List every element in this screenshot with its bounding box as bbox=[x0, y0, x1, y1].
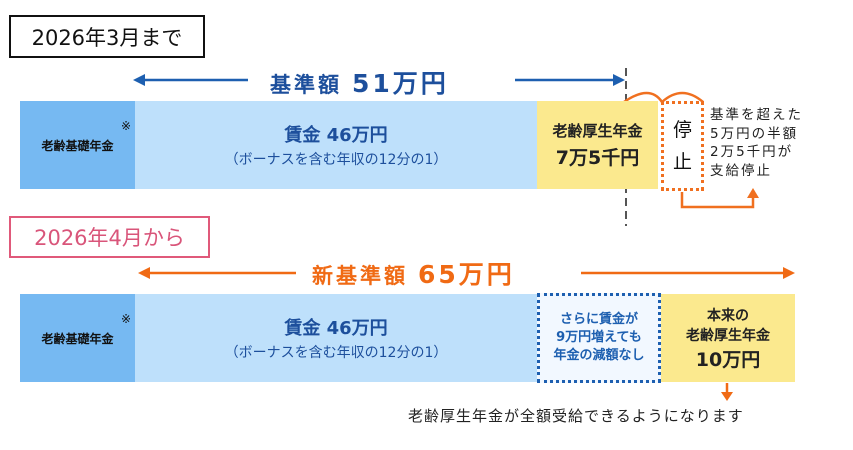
threshold-label: 新基準額 bbox=[312, 264, 408, 288]
employee-pension-label: 老齢厚生年金 bbox=[552, 122, 643, 140]
basic-pension-label: 老齢基礎年金 bbox=[41, 138, 114, 153]
wage-box: 賃金 46万円 （ボーナスを含む年収の12分の1） bbox=[135, 101, 537, 189]
employee-pension-box: 老齢厚生年金 7万5千円 bbox=[537, 101, 658, 189]
full-pension-box: 本来の 老齢厚生年金 10万円 bbox=[661, 294, 795, 382]
bottom-note: 老齢厚生年金が全額受給できるようになります bbox=[408, 407, 744, 425]
footnote-mark: ※ bbox=[120, 312, 131, 326]
stop-note-line: 5万円の半額 bbox=[710, 125, 799, 142]
blue-arrow-right bbox=[515, 74, 625, 86]
full-pension-line: 本来の bbox=[707, 307, 749, 324]
basic-pension-box: 老齢基礎年金 ※ bbox=[20, 294, 135, 382]
basic-pension-box: 老齢基礎年金 ※ bbox=[20, 101, 135, 189]
wage-amount: 賃金 46万円 bbox=[284, 318, 388, 339]
footnote-mark: ※ bbox=[120, 119, 131, 133]
period-label-before: 2026年3月まで bbox=[9, 15, 205, 58]
orange-arrow-right bbox=[581, 267, 795, 279]
basic-pension-label: 老齢基礎年金 bbox=[41, 331, 114, 346]
stop-note-line: 2万5千円が bbox=[710, 144, 794, 160]
no-reduction-line: 年金の減額なし bbox=[553, 348, 645, 363]
threshold-before: 基準額 51万円 bbox=[270, 64, 449, 100]
stop-note: 基準を超えた 5万円の半額 2万5千円が 支給停止 bbox=[710, 106, 803, 180]
wage-amount: 賃金 46万円 bbox=[284, 125, 388, 146]
threshold-value: 65万円 bbox=[418, 260, 515, 289]
threshold-label: 基準額 bbox=[270, 73, 342, 97]
no-reduction-line: さらに賃金が bbox=[559, 312, 638, 327]
no-reduction-line: 9万円増えても bbox=[556, 330, 642, 345]
orange-bracket-arrow bbox=[680, 188, 759, 209]
wage-box: 賃金 46万円 （ボーナスを含む年収の12分の1） bbox=[135, 294, 537, 382]
stop-note-line: 支給停止 bbox=[710, 162, 772, 179]
stop-note-line: 基準を超えた bbox=[710, 107, 803, 123]
no-reduction-box: さらに賃金が 9万円増えても 年金の減額なし bbox=[537, 293, 661, 383]
stop-char: 停 bbox=[672, 119, 692, 141]
period-label-after: 2026年4月から bbox=[9, 216, 210, 258]
orange-arrow-left bbox=[138, 267, 296, 279]
down-arrow bbox=[721, 383, 733, 401]
full-pension-value: 10万円 bbox=[695, 348, 761, 371]
stop-char: 止 bbox=[672, 151, 692, 173]
threshold-after: 新基準額 65万円 bbox=[312, 255, 515, 291]
stopped-box: 停 止 bbox=[661, 101, 704, 191]
threshold-value: 51万円 bbox=[352, 69, 449, 98]
blue-arrow-left bbox=[133, 74, 248, 86]
wage-note: （ボーナスを含む年収の12分の1） bbox=[224, 152, 448, 168]
wage-note: （ボーナスを含む年収の12分の1） bbox=[224, 345, 448, 361]
full-pension-line: 老齢厚生年金 bbox=[686, 327, 770, 344]
employee-pension-value: 7万5千円 bbox=[555, 147, 640, 169]
